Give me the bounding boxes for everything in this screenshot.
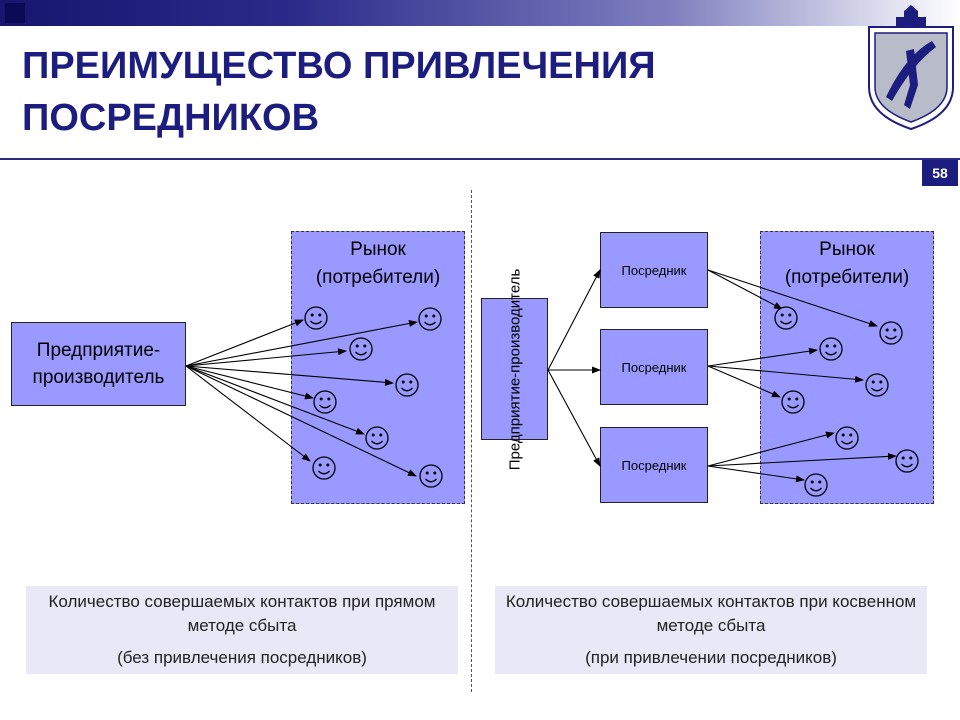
- smiley-face-icon: [804, 473, 828, 497]
- smiley-face-icon: [865, 373, 889, 397]
- arrow: [185, 319, 304, 367]
- smiley-face-icon: [418, 307, 442, 331]
- slide-title: ПРЕИМУЩЕСТВО ПРИВЛЕЧЕНИЯ ПОСРЕДНИКОВ: [22, 45, 656, 139]
- arrow: [547, 269, 601, 371]
- header-rule: [0, 158, 960, 160]
- top-gradient-bar: [0, 0, 960, 26]
- arrow: [707, 465, 805, 483]
- smiley-face-icon: [879, 321, 903, 345]
- left-producer-box: Предприятие-производитель: [11, 322, 186, 406]
- arrow: [707, 347, 818, 367]
- intermediary-box-1: Посредник: [600, 232, 708, 308]
- left-caption-line2: (без привлечения посредников): [117, 648, 367, 667]
- smiley-face-icon: [395, 373, 419, 397]
- arrow: [185, 365, 311, 462]
- dashed-divider: [471, 190, 472, 692]
- arrow: [185, 365, 417, 477]
- arrow: [707, 365, 864, 383]
- left-producer-label: Предприятие-производитель: [32, 340, 165, 388]
- right-caption: Количество совершаемых контактов при кос…: [495, 586, 927, 674]
- intermediary-box-2: Посредник: [600, 329, 708, 405]
- smiley-face-icon: [313, 390, 337, 414]
- smiley-face-icon: [419, 464, 443, 488]
- smiley-face-icon: [304, 306, 328, 330]
- smiley-face-icon: [895, 449, 919, 473]
- university-crest-logo: [868, 5, 954, 131]
- intermediary-label: Посредник: [621, 359, 687, 375]
- arrow: [185, 365, 394, 386]
- page-number-badge: 58: [922, 160, 958, 186]
- smiley-face-icon: [835, 426, 859, 450]
- arrow: [547, 369, 601, 467]
- arrow: [707, 269, 783, 310]
- smiley-face-icon: [312, 456, 336, 480]
- intermediary-label: Посредник: [621, 457, 687, 473]
- intermediary-box-3: Посредник: [600, 427, 708, 503]
- left-caption: Количество совершаемых контактов при пря…: [26, 586, 458, 674]
- arrow: [185, 365, 365, 435]
- arrow: [707, 365, 781, 398]
- top-corner-square: [5, 3, 25, 23]
- right-market-title: Рынок (потребители): [784, 239, 910, 288]
- intermediary-label: Посредник: [621, 262, 687, 278]
- smiley-face-icon: [819, 337, 843, 361]
- right-caption-line1: Количество совершаемых контактов при кос…: [505, 592, 917, 635]
- smiley-face-icon: [349, 337, 373, 361]
- arrow: [707, 269, 878, 327]
- arrow: [707, 431, 835, 467]
- smiley-face-icon: [781, 390, 805, 414]
- left-caption-line1: Количество совершаемых контактов при пря…: [48, 592, 436, 635]
- arrow: [185, 365, 314, 400]
- left-market-title: Рынок (потребители): [315, 239, 441, 288]
- arrow: [707, 452, 897, 467]
- right-caption-line2: (при привлечении посредников): [585, 648, 837, 667]
- right-producer-box: Предприятие-производитель: [481, 268, 548, 470]
- arrow: [185, 348, 347, 367]
- smiley-face-icon: [365, 426, 389, 450]
- smiley-face-icon: [774, 306, 798, 330]
- arrow: [185, 320, 418, 367]
